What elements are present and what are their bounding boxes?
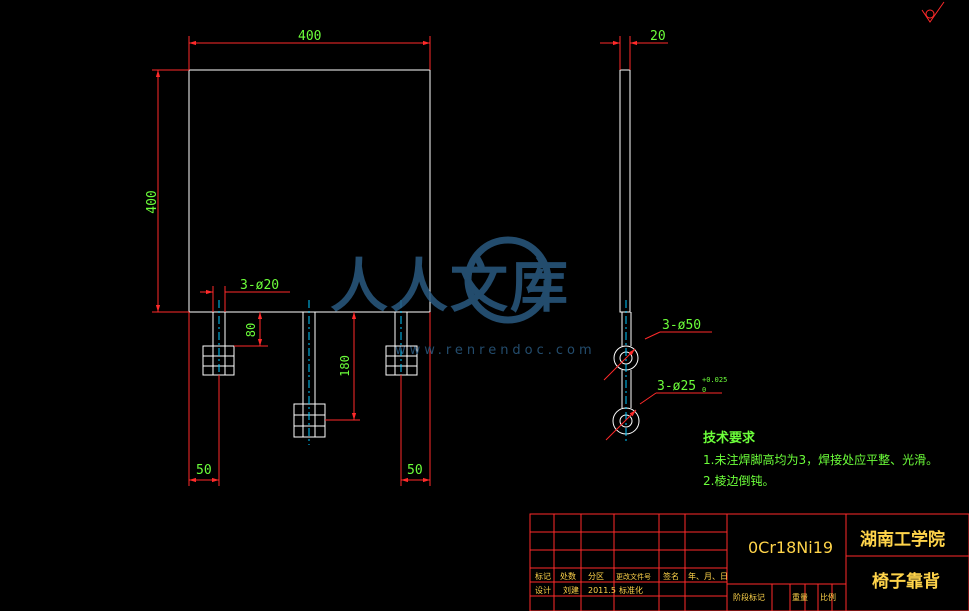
title-block-text: 0Cr18Ni19 湖南工学院 椅子靠背 标记 处数 分区 更改文件号 签名 年…	[535, 529, 945, 602]
row-label-mark: 标记	[535, 571, 551, 581]
design-label: 设计	[535, 585, 551, 595]
hole-small-tol-lower: 0	[702, 386, 706, 394]
material-label: 0Cr18Ni19	[748, 538, 833, 557]
technical-requirements: 技术要求 1.未注焊脚高均为3，焊接处应平整、光滑。 2.棱边倒钝。	[703, 430, 938, 488]
side-view: 20 3-ø50 3-ø25 +0.025 0	[600, 29, 727, 442]
hole-large-label: 3-ø50	[662, 318, 701, 333]
row-label-zone: 分区	[588, 572, 604, 581]
design-date: 2011.5	[588, 586, 616, 595]
row-label-change-doc: 更改文件号	[616, 572, 651, 581]
side-plate	[619, 69, 631, 313]
leg-short-dimension	[234, 312, 268, 347]
hole-small-label: 3-ø25	[657, 379, 696, 394]
leg-long-dim-label: 180	[338, 355, 352, 377]
tech-note-1: 1.未注焊脚高均为3，焊接处应平整、光滑。	[703, 452, 938, 467]
offset-dimensions	[188, 312, 431, 486]
front-view: 400 400	[145, 29, 431, 486]
width-dim-label: 400	[298, 29, 321, 44]
hole-callout-label: 3-ø20	[240, 278, 279, 293]
watermark: 人人文库 www.renrendoc.com	[330, 236, 596, 358]
thickness-dimension	[600, 36, 668, 70]
row-label-sign: 签名	[663, 571, 679, 581]
row-label-count: 处数	[560, 571, 576, 581]
hole-small-leader	[605, 392, 722, 441]
stage-label: 阶段标记	[733, 592, 765, 602]
school-name: 湖南工学院	[860, 529, 945, 550]
hole-large-leader	[603, 331, 712, 381]
std-label: 标准化	[619, 585, 643, 595]
scale-label: 比例	[820, 592, 836, 602]
leg-long-dimension	[325, 312, 360, 421]
title-block	[529, 513, 969, 611]
hole-callout-leader	[200, 286, 290, 312]
height-dim-label: 400	[145, 190, 160, 213]
watermark-text: 人人文库	[330, 252, 570, 320]
left-offset-dim-label: 50	[196, 463, 212, 478]
watermark-ring	[464, 236, 552, 324]
tech-note-2: 2.棱边倒钝。	[703, 473, 774, 488]
surface-finish-symbol	[921, 1, 945, 23]
weight-label: 重量	[792, 592, 808, 602]
row-label-date: 年、月、日	[688, 571, 728, 581]
hole-small-tol-upper: +0.025	[702, 376, 727, 384]
leg-short-dim-label: 80	[244, 323, 258, 337]
tech-notes-title: 技术要求	[703, 430, 756, 446]
right-offset-dim-label: 50	[407, 463, 423, 478]
thickness-dim-label: 20	[650, 29, 666, 44]
watermark-url: www.renrendoc.com	[395, 343, 596, 358]
width-dimension	[188, 36, 431, 70]
height-dimension	[152, 69, 189, 313]
designer-name: 刘建	[563, 585, 579, 595]
part-name: 椅子靠背	[872, 571, 940, 592]
